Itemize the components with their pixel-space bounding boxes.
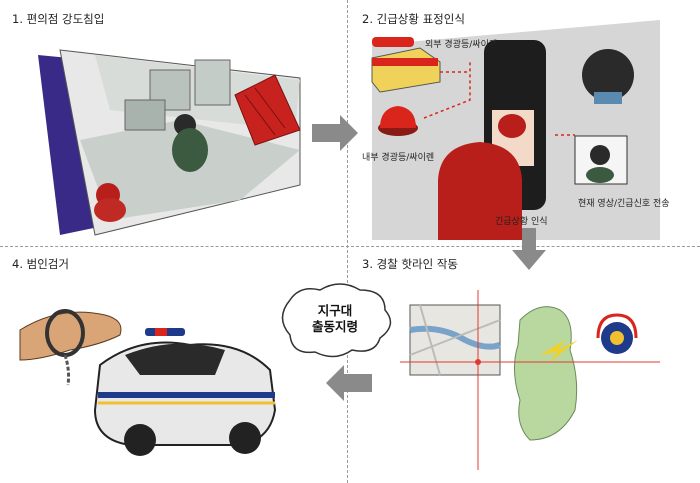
- step-1-title: 1. 편의점 강도침입: [12, 12, 105, 26]
- step-4-title: 4. 범인검거: [12, 257, 69, 271]
- dispatch-bubble: [281, 283, 392, 358]
- arrow-left-icon: [326, 365, 372, 401]
- siren-icon: [372, 37, 414, 47]
- police-hotline-map: [400, 290, 660, 470]
- divider-vertical: [347, 0, 348, 483]
- bubble-line-2: 출동지령: [311, 319, 358, 334]
- label-emergency-recognition: 긴급상황 인식: [495, 217, 548, 227]
- bubble-text: 지구대 출동지령: [300, 303, 370, 335]
- label-internal-alarm: 내부 경광등/싸이렌: [362, 153, 435, 163]
- step-2-title: 2. 긴급상황 표정인식: [362, 12, 465, 26]
- bubble-line-1: 지구대: [317, 303, 353, 318]
- facial-recognition-illustration: [371, 20, 660, 240]
- arrest-illustration: [19, 309, 277, 456]
- step-3-title: 3. 경찰 핫라인 작동: [362, 257, 458, 271]
- divider-horizontal: [0, 246, 700, 247]
- police-headset-icon: [596, 313, 638, 354]
- label-external-alarm: 외부 경광등/싸이렌: [425, 40, 498, 50]
- handcuffs-icon: [45, 309, 85, 386]
- store-robbery-illustration: [38, 49, 301, 236]
- police-car-icon: [93, 328, 277, 456]
- arrow-down-icon: [512, 228, 546, 270]
- arrow-right-icon: [312, 115, 358, 151]
- label-video-transmission: 현재 영상/긴급신호 전송: [578, 199, 670, 209]
